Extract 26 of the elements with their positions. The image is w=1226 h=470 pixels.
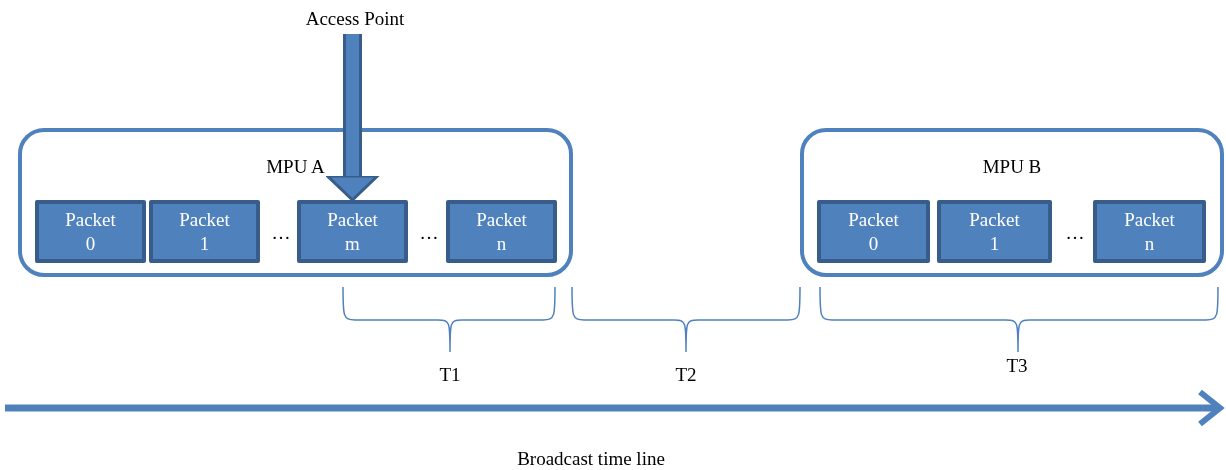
ellipsis: … bbox=[419, 222, 439, 244]
ellipsis: … bbox=[271, 222, 291, 244]
packet-label: Packet 0 bbox=[64, 207, 117, 256]
packet-label: Packet 0 bbox=[847, 207, 900, 256]
packet-box bbox=[1093, 200, 1206, 263]
time-label: T3 bbox=[1006, 355, 1028, 377]
group-box bbox=[800, 128, 1224, 277]
ellipsis: … bbox=[1065, 222, 1085, 244]
node-label: Access Point bbox=[305, 8, 405, 29]
packet-label: Packet m bbox=[326, 207, 379, 256]
packet-box bbox=[297, 200, 408, 263]
packet-label: Packet 1 bbox=[968, 207, 1021, 256]
packet-label: Packet 1 bbox=[178, 207, 231, 256]
group-box bbox=[18, 128, 573, 277]
axis-label: Broadcast time line bbox=[517, 448, 665, 470]
time-label: T2 bbox=[675, 364, 697, 386]
packet-label: Packet n bbox=[475, 207, 528, 256]
packet-label: Packet n bbox=[1123, 207, 1176, 256]
group-title: MPU A bbox=[266, 156, 325, 178]
packet-box bbox=[149, 200, 260, 263]
group-title: MPU B bbox=[982, 156, 1042, 178]
packet-box bbox=[446, 200, 557, 263]
packet-box bbox=[937, 200, 1052, 263]
packet-box bbox=[35, 200, 146, 263]
time-label: T1 bbox=[439, 364, 461, 386]
packet-box bbox=[817, 200, 930, 263]
